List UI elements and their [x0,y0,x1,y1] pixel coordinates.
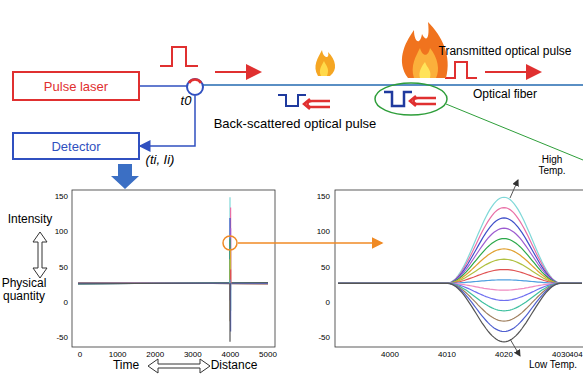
tick-label: 404 [569,351,582,360]
tick-label: 4030 [552,351,570,360]
transmitted-pulse [445,62,477,78]
zoom-leader [446,104,583,160]
tick-label: 4000 [381,351,399,360]
annotation: Intensity [8,213,53,226]
tick-label: 3000 [184,351,202,360]
propagation-arrow [485,71,540,73]
circulator [187,79,203,95]
tick-label: 100 [55,228,68,237]
tick-label: 1000 [109,351,127,360]
tick-label: -50 [56,334,68,343]
zoom-arrow [238,242,382,244]
tick-label: 150 [55,193,68,202]
backscatter-pulse [278,95,306,106]
backscatter-arrow [304,99,310,109]
double-arrow [33,232,47,278]
detector-box: Detector [12,132,140,160]
chart-frame [335,190,583,347]
laser-box: Pulse laser [12,71,140,101]
backscatter-arrow [308,101,331,107]
annotation: Optical fiber [473,88,537,101]
annotation: High Temp. [527,154,577,176]
connector [140,86,195,146]
tick-label: 0 [78,351,82,360]
tick-label: 4010 [438,351,456,360]
annotation: (ti, Ii) [146,153,175,167]
node-label: Detector [51,139,100,154]
tick-label: 2000 [146,351,164,360]
fire [315,50,335,76]
annotation: t0 [181,94,192,108]
tick-label: 4020 [495,351,513,360]
backscatter-pulse [384,92,412,106]
tick-label: 100 [317,228,330,237]
tick-label: 50 [59,264,68,273]
chart-curves [78,197,582,342]
tick-label: 50 [321,264,330,273]
annotation: Back-scattered optical pulse [214,117,377,131]
annotation: Low Temp. [528,359,578,370]
leader-line [510,180,518,198]
backscatter-arrow [414,98,437,104]
tick-label: 5000 [259,351,277,360]
highlight-ellipse [375,83,447,115]
propagation-arrow [215,71,260,73]
tick-label: 0 [64,299,68,308]
node-label: Pulse laser [44,79,108,94]
tick-label: 150 [317,193,330,202]
zoom-circle [223,236,237,250]
block-arrow [111,164,139,189]
laser-pulse [160,47,198,66]
double-arrow [148,359,210,373]
backscatter-arrow [410,96,416,106]
tick-label: -50 [318,334,330,343]
annotation: Time [113,359,139,372]
tick-label: 4000 [221,351,239,360]
annotation: Transmitted optical pulse [439,45,572,58]
annotation: Distance [211,359,258,372]
annotation: Physical quantity [0,277,53,303]
circulator-arrow [189,80,201,83]
tick-label: 0 [326,299,330,308]
chart-frame [72,190,275,347]
